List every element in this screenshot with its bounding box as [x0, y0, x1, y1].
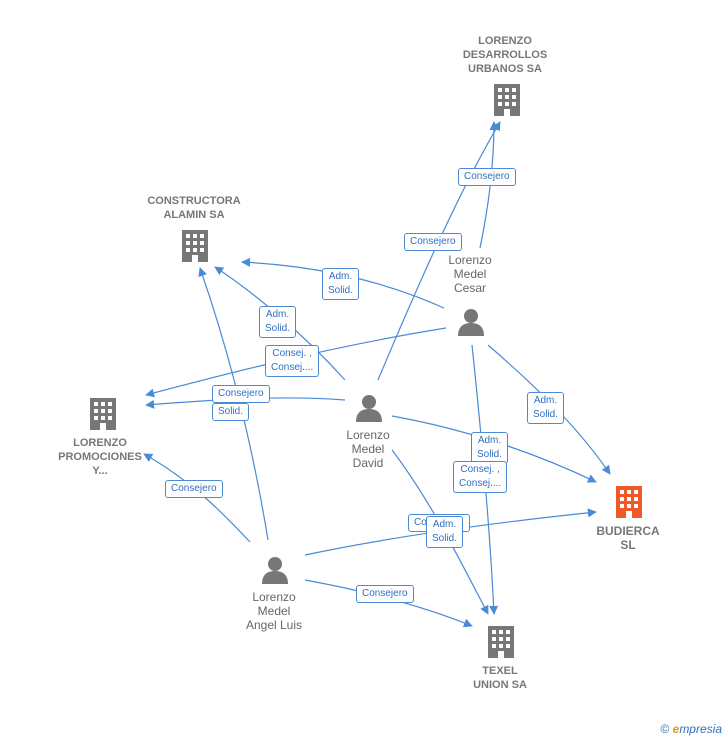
edge-label-consej: Consej. , Consej.... — [453, 461, 508, 493]
edge-angel-promociones — [143, 453, 251, 543]
edge-label-adm-solid: Adm. Solid. — [527, 392, 565, 424]
edge-label-consejero: Consejero — [212, 385, 270, 403]
node-label-angel-luis[interactable]: Lorenzo Medel Angel Luis — [245, 590, 303, 632]
edge-label-adm-solid: Adm. Solid. — [426, 516, 464, 548]
edge-label-consejero: Consejero — [356, 585, 414, 603]
building-icon-promociones — [90, 398, 116, 430]
edge-label-solid: Solid. — [212, 403, 250, 421]
copyright-footer: © empresia — [660, 722, 722, 736]
node-label-desarrollos[interactable]: LORENZO DESARROLLOS URBANOS SA — [462, 35, 548, 75]
edge-label-consejero: Consejero — [165, 480, 223, 498]
node-label-david[interactable]: Lorenzo Medel David — [346, 428, 390, 470]
edge-david-desarrollos — [377, 121, 501, 381]
brand-initial: e — [672, 722, 680, 736]
node-label-budierca[interactable]: BUDIERCA SL — [596, 524, 660, 552]
person-icon-david — [356, 395, 382, 422]
edge-label-consejero: Consejero — [458, 168, 516, 186]
copyright-icon: © — [660, 722, 670, 736]
person-icon-angel-luis — [262, 557, 288, 584]
node-label-texel[interactable]: TEXEL UNION SA — [473, 665, 527, 691]
edge-label-consej: Consej. , Consej.... — [265, 345, 320, 377]
edge-label-adm-solid: Adm. Solid. — [471, 432, 509, 464]
building-icon-texel — [488, 626, 514, 658]
building-icon-desarrollos — [494, 84, 520, 116]
person-icon-cesar — [458, 309, 484, 336]
node-label-promociones[interactable]: LORENZO PROMOCIONES Y... — [58, 437, 142, 477]
building-icon-budierca — [616, 486, 642, 518]
edge-label-consejero: Consejero — [404, 233, 462, 251]
edge-label-adm-solid: Adm. Solid. — [259, 306, 297, 338]
brand-name: mpresia — [679, 722, 722, 736]
building-icon-constructora — [182, 230, 208, 262]
edge-label-adm-solid: Adm. Solid. — [322, 268, 360, 300]
node-label-constructora[interactable]: CONSTRUCTORA ALAMIN SA — [147, 195, 241, 221]
node-label-cesar[interactable]: Lorenzo Medel Cesar — [448, 253, 492, 295]
